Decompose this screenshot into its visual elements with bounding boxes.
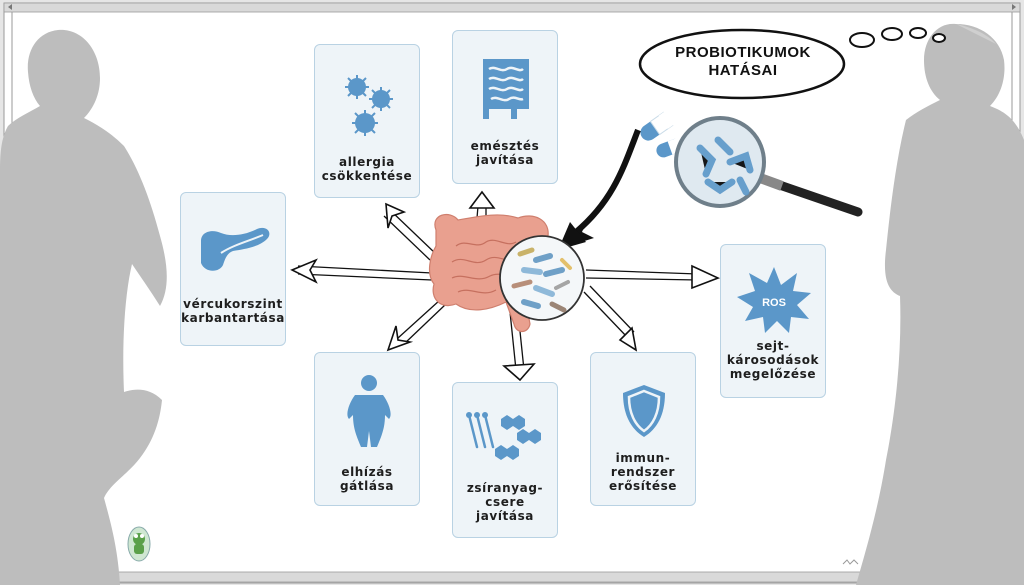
card-allergia-label: allergia csökkentése bbox=[321, 155, 413, 183]
title-speech-bubble bbox=[638, 27, 946, 100]
right-person-silhouette bbox=[856, 23, 1024, 585]
card-emesztes-label: emésztés javítása bbox=[470, 139, 540, 167]
diagram-title: PROBIOTIKUMOK HATÁSAI bbox=[648, 44, 838, 80]
title-line-1: PROBIOTIKUMOK bbox=[675, 44, 811, 61]
lipid-molecules-icon bbox=[466, 412, 541, 460]
pancreas-icon bbox=[201, 227, 270, 271]
card-sejt-label: sejt- károsodások megelőzése bbox=[726, 339, 820, 381]
card-zsiranyag: zsíranyag- csere javítása bbox=[452, 382, 558, 538]
card-sejt: ROS sejt- károsodások megelőzése bbox=[720, 244, 826, 398]
card-zsiranyag-label: zsíranyag- csere javítása bbox=[466, 481, 544, 523]
card-immun: immun- rendszer erősítése bbox=[590, 352, 696, 506]
shield-icon bbox=[623, 385, 665, 437]
title-line-2: HATÁSAI bbox=[708, 62, 778, 79]
intestine-icon bbox=[483, 59, 529, 119]
obese-person-icon bbox=[347, 375, 391, 447]
card-elhizas: elhízás gátlása bbox=[314, 352, 420, 506]
watermark-logo bbox=[842, 559, 859, 565]
card-vercukor-label: vércukorszint karbantartása bbox=[181, 297, 285, 325]
central-gut-diagram bbox=[290, 190, 721, 382]
ros-label: ROS bbox=[762, 297, 786, 309]
ros-burst-icon: ROS bbox=[737, 267, 811, 333]
card-immun-label: immun- rendszer erősítése bbox=[608, 451, 678, 493]
card-emesztes: emésztés javítása bbox=[452, 30, 558, 184]
allergen-pollen-icon bbox=[345, 75, 393, 136]
capsules-and-magnifier bbox=[560, 110, 863, 250]
card-allergia: allergia csökkentése bbox=[314, 44, 420, 198]
card-elhizas-label: elhízás gátlása bbox=[339, 465, 395, 493]
card-vercukor: vércukorszint karbantartása bbox=[180, 192, 286, 346]
left-person-silhouette bbox=[0, 29, 167, 585]
frog-mascot-logo bbox=[127, 526, 151, 562]
